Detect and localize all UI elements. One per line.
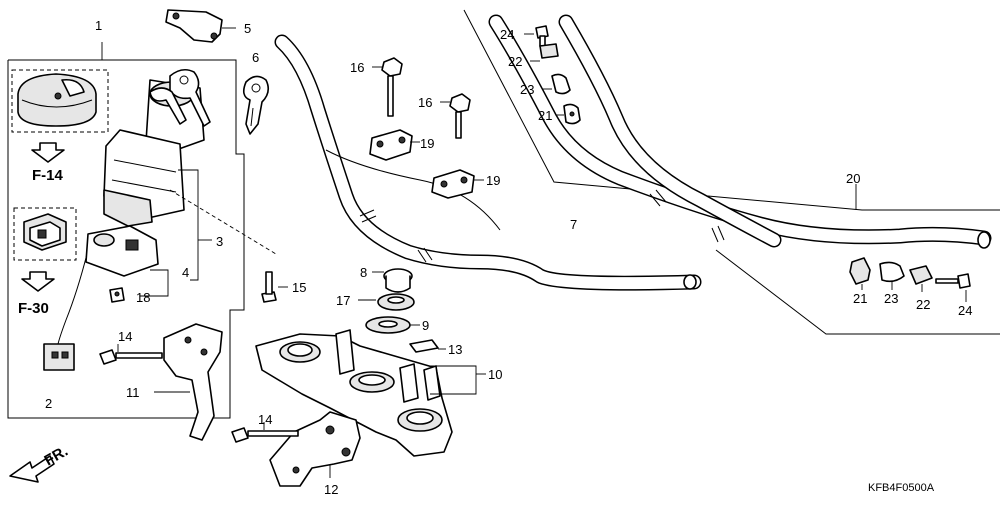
screw-24-top (524, 25, 549, 47)
holder-19-upper (369, 129, 420, 161)
callout-21-top: 21 (538, 108, 552, 123)
callout-1: 1 (95, 18, 102, 33)
seat-lock-reference (13, 207, 77, 261)
handlebar-7 (274, 34, 702, 291)
cap-13 (409, 339, 446, 353)
callout-19-lower: 19 (486, 173, 500, 188)
callout-16-left: 16 (350, 60, 364, 75)
callout-17: 17 (336, 293, 350, 308)
bolt-14-upper (99, 344, 163, 365)
callout-11: 11 (126, 385, 140, 400)
bolt-16-left (372, 57, 403, 117)
callout-18: 18 (136, 290, 150, 305)
callout-8: 8 (360, 265, 367, 280)
callout-16-right: 16 (418, 95, 432, 110)
bracket-11 (154, 323, 223, 441)
washer-9 (365, 316, 420, 334)
ignition-switch-group-frame (7, 42, 245, 419)
callout-5: 5 (244, 21, 251, 36)
callout-19-upper: 19 (420, 136, 434, 151)
screw-24-bottom (935, 273, 971, 302)
callout-6: 6 (252, 50, 259, 65)
callout-24-top: 24 (500, 27, 514, 42)
callout-14-upper: 14 (118, 329, 132, 344)
callout-24-bottom: 24 (958, 303, 972, 318)
nut-8 (372, 268, 413, 293)
callout-22-top: 22 (508, 54, 522, 69)
bolt-16-right (440, 93, 471, 139)
bolt-15 (261, 271, 288, 303)
callout-23-top: 23 (520, 82, 534, 97)
wire-harness-cable (43, 249, 89, 371)
rubber-21-top (556, 103, 581, 125)
spare-key-icon (242, 75, 270, 135)
diagram-code: KFB4F0500A (868, 482, 935, 494)
callout-4: 4 (182, 265, 189, 280)
fuel-cap-reference (11, 69, 109, 133)
handlebar-20 (488, 14, 992, 249)
callout-9: 9 (422, 318, 429, 333)
washer-17 (358, 293, 415, 311)
rubber-21-bottom (849, 257, 871, 290)
callout-12: 12 (324, 482, 338, 497)
hollow-down-arrow-icon (21, 271, 55, 292)
callout-22-bottom: 22 (916, 297, 930, 312)
bracket-12 (269, 411, 361, 487)
callout-15: 15 (292, 280, 306, 295)
callout-23-bottom: 23 (884, 291, 898, 306)
front-direction-arrow-icon (9, 455, 55, 483)
spacer-22-bottom (909, 265, 933, 292)
callout-21-bottom: 21 (853, 291, 867, 306)
spacer-22-top (530, 43, 559, 62)
callout-20: 20 (846, 171, 860, 186)
holder-19-lower (431, 169, 484, 199)
weight-23-bottom (879, 261, 905, 290)
weight-23-top (542, 73, 571, 95)
top-bridge-10 (255, 329, 453, 457)
bolt-14-lower (231, 422, 299, 443)
hollow-down-arrow-icon (31, 142, 65, 163)
ignition-key-icon (149, 68, 211, 127)
handlebar-20-group-frame (463, 9, 1000, 335)
callout-10: 10 (488, 367, 502, 382)
screw-18 (109, 287, 125, 303)
callout-2: 2 (45, 396, 52, 411)
callout-7: 7 (570, 217, 577, 232)
callout-14-lower: 14 (258, 412, 272, 427)
ref-f14-label: F-14 (32, 167, 64, 184)
ignition-switch-body (103, 79, 205, 227)
ref-f30-label: F-30 (18, 300, 49, 317)
callout-13: 13 (448, 342, 462, 357)
mount-bracket-top (165, 9, 236, 43)
callout-3: 3 (216, 234, 223, 249)
switch-unit (85, 225, 159, 277)
